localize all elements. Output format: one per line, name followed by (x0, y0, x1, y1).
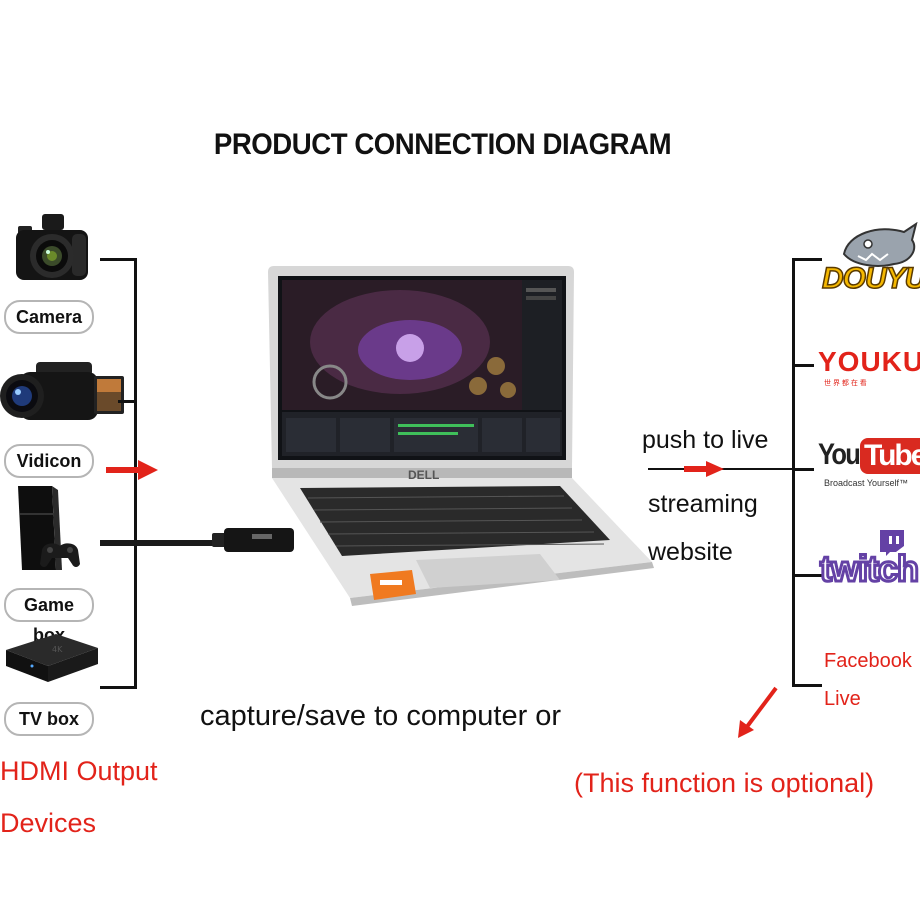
right-tick-douyu (792, 258, 822, 261)
camcorder-icon (0, 352, 128, 432)
streaming-text: streaming (648, 490, 758, 518)
website-text: website (648, 538, 733, 566)
svg-text:4K: 4K (52, 645, 63, 654)
right-tick-facebook (792, 684, 822, 687)
youtube-slogan: Broadcast Yourself™ (824, 478, 909, 488)
facebook-live-text-line2: Live (824, 688, 861, 710)
red-arrow-right-icon (106, 460, 158, 480)
camera-icon (12, 208, 92, 288)
youku-logo-text: YOUKU (818, 346, 920, 377)
youtube-logo-tube: Tube (860, 438, 920, 474)
device-label-vidicon: Vidicon (4, 444, 94, 478)
laptop-image (260, 262, 660, 612)
hdmi-output-caption-line1: HDMI Output (0, 756, 158, 786)
laptop-brand-logo: DELL (408, 468, 440, 482)
douyu-mascot-icon (838, 221, 920, 270)
right-bracket-vertical-line (792, 258, 795, 686)
youku-slogan: 世 界 都 在 看 (824, 380, 867, 387)
optional-function-note: (This function is optional) (574, 768, 875, 798)
red-arrow-right-icon (684, 461, 724, 477)
bracket-tick-vidicon (118, 400, 137, 403)
twitch-logo-text: twitch (819, 547, 920, 591)
hdmi-cable-line (100, 540, 222, 546)
douyu-logo-text: DOUYU (821, 261, 920, 296)
right-tick-youku (792, 364, 814, 367)
device-label-camera: Camera (4, 300, 94, 334)
right-tick-youtube (792, 468, 814, 471)
bracket-tick-camera (100, 258, 137, 261)
bracket-tick-tv-box (100, 686, 137, 689)
push-to-live-text: push to live (642, 426, 769, 454)
device-label-game-box: Game box (4, 588, 94, 645)
youtube-logo-you: You (818, 438, 861, 471)
twitch-glitch-icon (876, 528, 906, 556)
right-tick-twitch (792, 574, 822, 577)
red-arrow-down-left-icon (734, 686, 780, 740)
device-label-tv-box: TV box (4, 702, 94, 736)
capture-save-text: capture/save to computer or (200, 700, 562, 732)
tv-box-icon: 4K (2, 626, 100, 692)
facebook-live-text-line1: Facebook (824, 650, 912, 672)
diagram-title: PRODUCT CONNECTION DIAGRAM (213, 128, 672, 161)
hdmi-output-caption-line2: Devices (0, 808, 97, 838)
youtube-logo: You Tube (816, 438, 920, 476)
game-console-icon (14, 484, 86, 576)
hdmi-capture-dongle (212, 526, 296, 554)
